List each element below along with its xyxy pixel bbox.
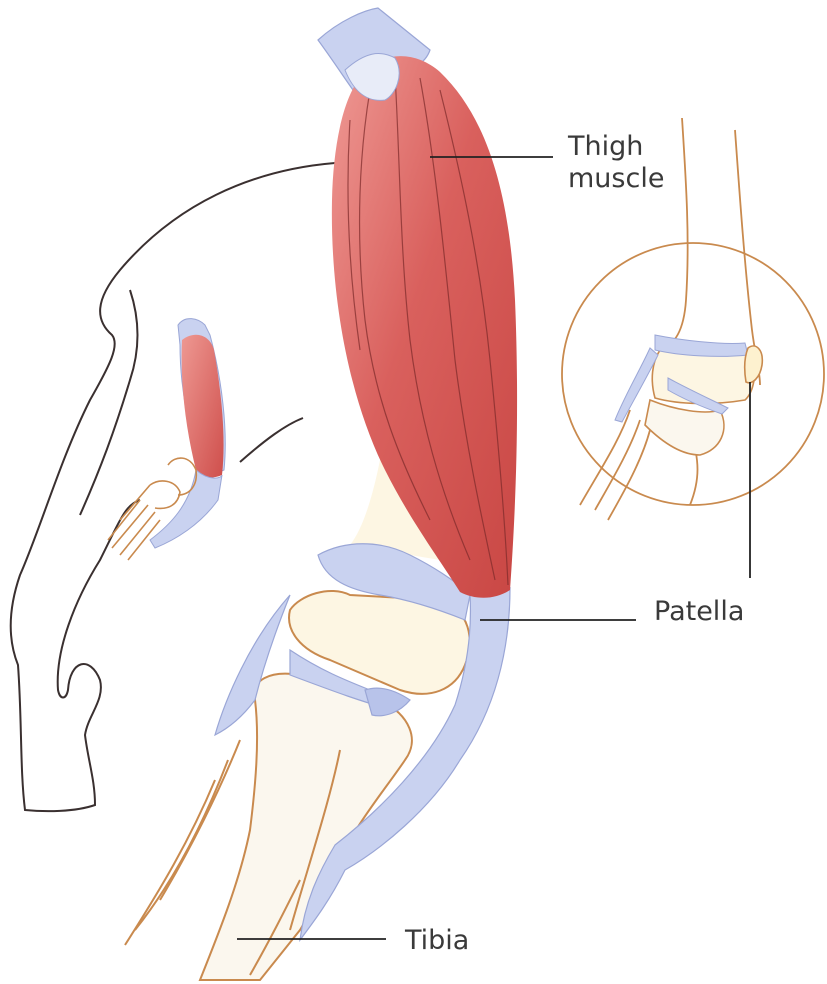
small-leg-illustration — [108, 319, 225, 560]
tibia-label: Tibia — [405, 925, 469, 957]
patella-label: Patella — [654, 596, 744, 628]
thigh-muscle-label-line2: muscle — [568, 163, 664, 195]
thigh-muscle — [332, 54, 517, 598]
thigh-muscle-label: Thigh muscle — [568, 131, 664, 196]
thigh-muscle-label-line1: Thigh — [568, 131, 664, 163]
leg-bones — [125, 460, 470, 980]
